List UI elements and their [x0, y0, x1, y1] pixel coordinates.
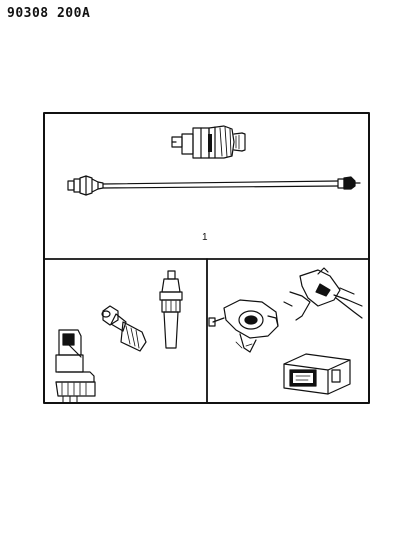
temperature-probe-long [67, 175, 361, 196]
sender-with-terminal [55, 329, 96, 404]
bracket-sensor-with-wires [283, 267, 363, 321]
oil-pressure-sender-top [171, 125, 246, 159]
pickup-plate [208, 299, 279, 353]
part-callout-1: 1 [202, 232, 208, 243]
diagram-code: 90308 200A [7, 6, 91, 21]
relay-module [283, 353, 351, 395]
upright-sender [159, 270, 183, 349]
angled-sender [101, 305, 147, 352]
